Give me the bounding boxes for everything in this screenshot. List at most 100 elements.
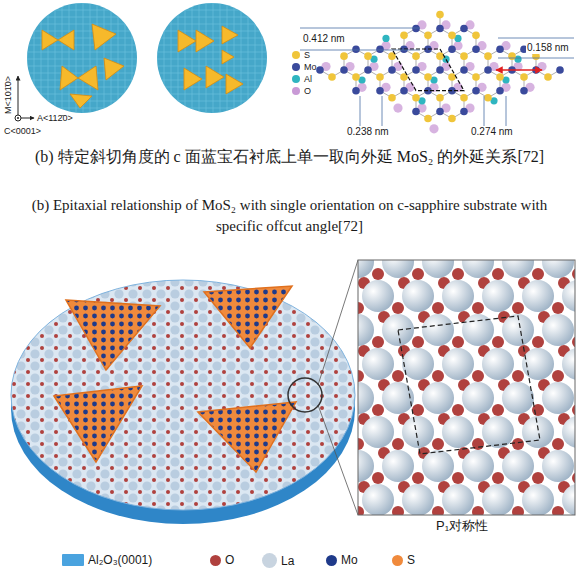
illustration-part <box>262 3 263 113</box>
o-atom <box>392 506 404 515</box>
caption-text: (b) Epitaxial relationship of MoS₂ with … <box>14 195 565 237</box>
legend-swatch <box>210 555 221 566</box>
mos2-triangle <box>42 30 58 50</box>
legend-text: S <box>304 50 310 60</box>
s-atom <box>448 115 456 123</box>
mos2-triangle <box>184 68 202 90</box>
la-atom <box>562 484 575 515</box>
mos2-triangle <box>222 50 234 64</box>
mo-atom <box>436 66 444 74</box>
o-atom <box>372 268 384 280</box>
legend-swatch <box>62 554 84 566</box>
o-atom <box>392 438 404 450</box>
o-atom <box>452 472 464 484</box>
s-atom <box>328 73 336 81</box>
illustration-part <box>157 87 267 88</box>
s-atom <box>544 73 552 81</box>
la-atom <box>402 348 434 380</box>
symmetry-label: P₁对称性 <box>436 519 488 534</box>
mo-atom <box>472 87 480 95</box>
s-atom <box>484 94 492 102</box>
illustration-part <box>300 28 420 29</box>
illustration-part <box>27 10 137 11</box>
illustration-part <box>27 59 137 60</box>
legend-item: Al <box>292 74 312 84</box>
mo-atom <box>448 45 456 53</box>
illustration-part <box>498 58 574 59</box>
illustration-part <box>27 87 137 88</box>
la-atom <box>542 382 574 414</box>
o-atom <box>472 370 484 382</box>
la-atom <box>442 348 474 380</box>
s-atom <box>496 73 504 81</box>
legend-text: O <box>225 553 234 567</box>
wafer-disk <box>27 3 137 113</box>
la-atom <box>422 314 454 346</box>
s-atom <box>352 73 360 81</box>
o-atom <box>358 302 364 314</box>
la-atom <box>358 382 374 414</box>
s-atom <box>400 32 408 40</box>
s-atom <box>388 94 396 102</box>
illustration-part <box>248 3 249 113</box>
o-atom <box>412 268 424 280</box>
legend-swatch <box>292 51 300 59</box>
o-atom <box>512 370 524 382</box>
o-atom <box>532 268 544 280</box>
s-atom <box>412 52 420 60</box>
o-atom <box>532 472 544 484</box>
illustration-part <box>157 45 267 46</box>
la-atom <box>542 260 574 278</box>
s-atom <box>436 11 444 19</box>
wafer <box>27 3 137 113</box>
illustration-part <box>157 66 267 67</box>
mos2-triangle <box>60 66 78 90</box>
illustration-part <box>27 17 137 18</box>
o-atom <box>358 438 364 450</box>
o-atom <box>432 302 444 314</box>
la-atom <box>422 382 454 414</box>
la-atom <box>402 280 434 312</box>
axis-label: A<112̄0> <box>37 113 73 123</box>
la-atom <box>442 280 474 312</box>
mo-atom <box>496 87 504 95</box>
mos2-triangle <box>78 66 98 90</box>
la-atom <box>562 280 575 312</box>
o-atom <box>412 472 424 484</box>
mo-atom <box>460 66 468 74</box>
la-atom <box>462 450 494 482</box>
legend-item: O <box>292 86 311 96</box>
o-atom <box>552 370 564 382</box>
legend-text: La <box>281 554 294 568</box>
s-atom <box>484 52 492 60</box>
la-atom <box>362 280 394 312</box>
mos2-triangle <box>222 26 238 44</box>
s-atom <box>460 52 468 60</box>
mo-atom <box>484 66 492 74</box>
o-atom <box>358 370 364 382</box>
legend-swatch <box>262 553 277 568</box>
axis-label: M<101̄0> <box>3 76 13 114</box>
illustration-part <box>27 94 137 95</box>
s-atom <box>424 73 432 81</box>
mo-atom <box>412 25 420 33</box>
s-atom <box>448 32 456 40</box>
o-atom <box>372 472 384 484</box>
mos2-triangle <box>204 286 292 348</box>
mos2-triangle <box>58 30 74 50</box>
illustration-part <box>27 3 137 4</box>
o-atom <box>472 302 484 314</box>
illustration-part <box>69 3 70 113</box>
illustration-part <box>206 3 207 113</box>
la-atom <box>482 416 514 448</box>
la-atom <box>542 450 574 482</box>
illustration-part <box>300 50 420 51</box>
legend-item: S <box>292 50 310 60</box>
la-atom <box>482 484 514 515</box>
inset-frame <box>358 260 575 515</box>
o-atom <box>512 506 524 515</box>
illustration-part <box>318 260 358 385</box>
illustration-part <box>220 3 221 113</box>
illustration-part <box>157 31 267 32</box>
illustration-part <box>34 3 35 113</box>
